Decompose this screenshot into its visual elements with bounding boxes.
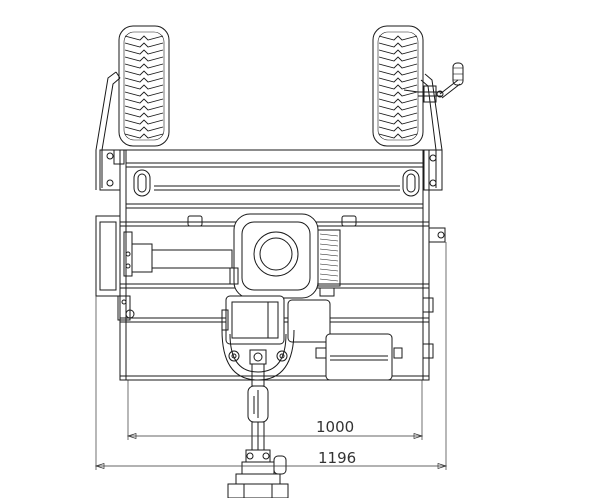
cooling-fin [319, 268, 339, 272]
left-drive-box [95, 215, 233, 321]
tread-lug [378, 77, 418, 83]
pto-shaft [227, 363, 289, 498]
right-wheel-arm [420, 73, 443, 191]
tread-lug [124, 91, 164, 97]
tread-lug [124, 133, 164, 139]
cooling-fin [319, 233, 339, 237]
left-wheel [118, 25, 170, 147]
tread-lug [124, 98, 164, 104]
tread-lug [378, 133, 418, 139]
tread-lug [378, 91, 418, 97]
tread-lug [378, 98, 418, 104]
dimension-label-1000: 1000 [316, 418, 354, 436]
tread-lug [378, 35, 418, 41]
tread-lug [124, 70, 164, 76]
cooling-fin [319, 278, 339, 282]
tread-lug [124, 77, 164, 83]
dimension-1196 [94, 242, 448, 470]
right-wheel [372, 25, 424, 147]
tread-lug [378, 63, 418, 69]
tread-lug [124, 126, 164, 132]
tread-lug [378, 112, 418, 118]
right-side-fittings [422, 227, 446, 359]
tread-lug [378, 119, 418, 125]
tread-lug [378, 42, 418, 48]
tread-lug [378, 49, 418, 55]
cooling-fin [319, 253, 339, 257]
tread-lug [124, 63, 164, 69]
dimension-1000 [126, 380, 424, 440]
cooling-fin [319, 273, 339, 277]
rear-roller-housing [119, 149, 430, 223]
tread-lug [124, 119, 164, 125]
gearbox [221, 295, 331, 381]
cooling-fin [319, 263, 339, 267]
tread-lug [378, 70, 418, 76]
dimension-label-1196: 1196 [318, 449, 356, 467]
tread-lug [124, 105, 164, 111]
tread-lug [124, 84, 164, 90]
cooling-fin [319, 238, 339, 242]
tread-lug [378, 84, 418, 90]
height-adjust-crank [403, 62, 464, 103]
tread-lug [378, 56, 418, 62]
tread-lug [124, 49, 164, 55]
cooling-fin [319, 258, 339, 262]
left-wheel-arm [95, 71, 125, 191]
tread-lug [124, 56, 164, 62]
cooling-fin [319, 248, 339, 252]
control-box [315, 333, 403, 381]
tread-lug [378, 105, 418, 111]
engine [229, 213, 341, 299]
tread-lug [124, 42, 164, 48]
tread-lug [378, 126, 418, 132]
tread-lug [124, 35, 164, 41]
tread-lug [124, 112, 164, 118]
cooling-fin [319, 243, 339, 247]
